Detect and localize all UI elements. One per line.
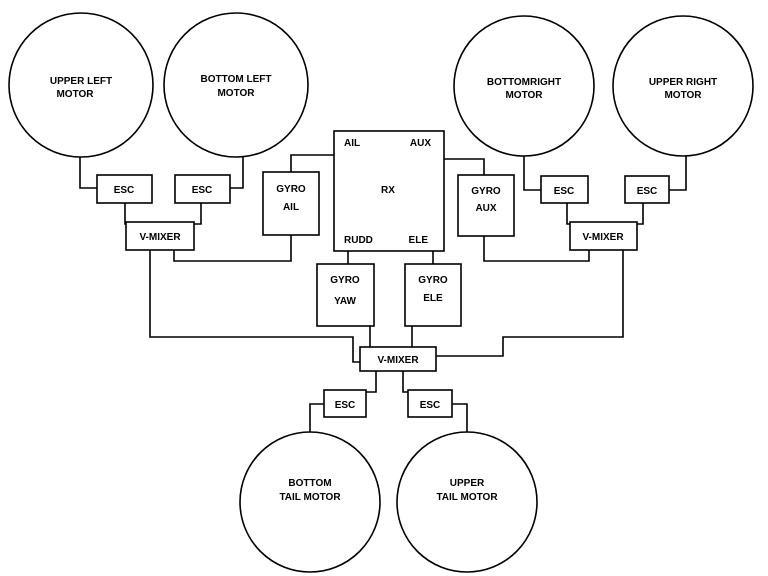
motor-label-line2: MOTOR	[505, 90, 543, 101]
gyro-label-line1: GYRO	[330, 275, 360, 286]
gyro-aux: GYRO AUX	[457, 174, 515, 237]
gyro-label-line2: YAW	[334, 296, 356, 307]
gyro-label-line1: GYRO	[471, 186, 501, 197]
gyro-ail: GYRO AIL	[262, 171, 320, 236]
motor-bottom-right: BOTTOMRIGHT MOTOR	[453, 15, 595, 157]
rx-channel-ail: AIL	[344, 138, 360, 149]
motor-label-line1: UPPER LEFT	[50, 76, 112, 87]
motor-label-line2: TAIL MOTOR	[279, 492, 341, 503]
wires	[79, 154, 687, 432]
esc-upper-right: ESC	[624, 175, 670, 204]
motor-bottom-tail: BOTTOM TAIL MOTOR	[239, 431, 381, 573]
motor-label-line1: UPPER RIGHT	[649, 77, 717, 88]
v-mixer-left: V-MIXER	[125, 221, 195, 251]
gyro-label-line2: ELE	[423, 293, 443, 304]
v-mixer-bottom: V-MIXER	[359, 346, 437, 372]
esc-bottom-tail: ESC	[323, 389, 367, 418]
esc-upper-left: ESC	[96, 174, 153, 204]
receiver-rx: RX AIL AUX RUDD ELE	[333, 130, 445, 252]
esc-label: ESC	[420, 400, 441, 411]
motor-label-line1: BOTTOMRIGHT	[487, 77, 561, 88]
v-mixer-right: V-MIXER	[569, 221, 638, 251]
motor-label-line1: UPPER	[450, 478, 485, 489]
v-mixer-label: V-MIXER	[582, 232, 624, 243]
gyro-label-line2: AUX	[475, 203, 496, 214]
motor-label-line2: MOTOR	[217, 88, 255, 99]
v-mixer-label: V-MIXER	[139, 232, 181, 243]
gyro-ele: GYRO ELE	[404, 263, 462, 327]
gyro-label-line1: GYRO	[276, 184, 306, 195]
motor-label-line1: BOTTOM	[288, 478, 331, 489]
motor-upper-tail: UPPER TAIL MOTOR	[396, 431, 538, 573]
esc-label: ESC	[554, 186, 575, 197]
rx-channel-ele: ELE	[409, 235, 429, 246]
rx-channel-rudd: RUDD	[344, 235, 373, 246]
v-mixer-label: V-MIXER	[377, 355, 419, 366]
motor-label-line2: TAIL MOTOR	[436, 492, 498, 503]
motor-upper-left: UPPER LEFT MOTOR	[8, 12, 154, 158]
gyro-label-line2: AIL	[283, 202, 299, 213]
gyro-label-line1: GYRO	[418, 275, 448, 286]
esc-label: ESC	[335, 400, 356, 411]
motor-bottom-left: BOTTOM LEFT MOTOR	[163, 12, 309, 158]
esc-bottom-right: ESC	[540, 175, 589, 204]
esc-label: ESC	[114, 185, 135, 196]
motor-label-line2: MOTOR	[56, 89, 94, 100]
rx-channel-aux: AUX	[410, 138, 431, 149]
esc-bottom-left: ESC	[174, 174, 231, 204]
esc-label: ESC	[192, 185, 213, 196]
motor-label-line1: BOTTOM LEFT	[201, 74, 272, 85]
motor-label-line2: MOTOR	[664, 90, 702, 101]
esc-upper-tail: ESC	[407, 389, 453, 418]
motor-upper-right: UPPER RIGHT MOTOR	[612, 15, 754, 157]
rx-label: RX	[381, 185, 395, 196]
gyro-yaw: GYRO YAW	[316, 263, 375, 327]
esc-label: ESC	[637, 186, 658, 197]
